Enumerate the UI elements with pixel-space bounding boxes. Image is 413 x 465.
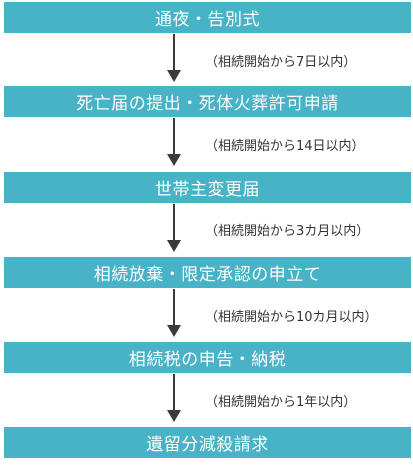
step-4: 相続放棄・限定承認の申立て	[4, 257, 411, 288]
deadline-1: （相続開始から7日以内）	[205, 55, 357, 70]
arrow-down-icon	[167, 118, 181, 166]
arrow-down-icon	[167, 34, 181, 82]
arrow-down-icon	[167, 289, 181, 337]
step-3: 世帯主変更届	[4, 172, 411, 203]
deadline-4: （相続開始から10カ月以内）	[205, 310, 378, 325]
step-2: 死亡届の提出・死体火葬許可申請	[4, 86, 411, 117]
arrow-down-icon	[167, 374, 181, 422]
arrow-down-icon	[167, 204, 181, 252]
deadline-5: （相続開始から1年以内）	[205, 395, 357, 410]
step-6: 遺留分減殺請求	[4, 427, 411, 458]
deadline-3: （相続開始から3カ月以内）	[205, 224, 370, 239]
step-5: 相続税の申告・納税	[4, 342, 411, 373]
step-1: 通夜・告別式	[4, 2, 411, 33]
deadline-2: （相続開始から14日以内）	[205, 139, 365, 154]
